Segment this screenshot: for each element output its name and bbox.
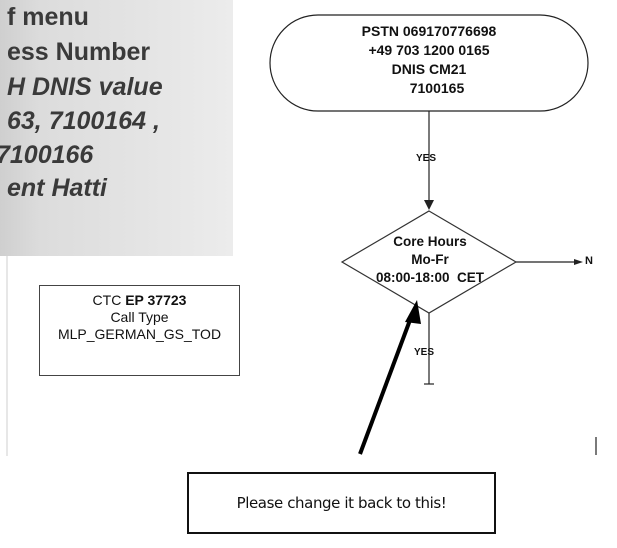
decision-line-2: Mo-Fr xyxy=(411,252,449,267)
panel-line-1: f menu xyxy=(7,3,89,31)
arrowhead-down xyxy=(424,200,434,210)
decision-line-3: 08:00-18:00 CET xyxy=(375,270,485,285)
ctc-label: CTC xyxy=(92,292,126,308)
pstn-terminator: PSTN 069170776698 +49 703 1200 0165 DNIS… xyxy=(270,22,588,98)
panel-line-5: 7100166 xyxy=(0,141,94,169)
pstn-line-2: +49 703 1200 0165 xyxy=(368,42,490,58)
pstn-line-4: 7100165 xyxy=(409,80,465,96)
yes-label-top: YES xyxy=(416,153,437,164)
pstn-line-3: DNIS CM21 xyxy=(391,61,467,77)
ctc-line-2: Call Type xyxy=(110,309,169,325)
panel-line-3: H DNIS value xyxy=(7,73,163,101)
yes-label-bottom: YES xyxy=(414,347,435,358)
panel-line-2: ess Number xyxy=(7,38,151,66)
arrowhead-right xyxy=(574,259,583,265)
note-text: Please change it back to this! xyxy=(236,494,447,512)
decision-diamond: Core Hours Mo-Fr 08:00-18:00 CET xyxy=(346,233,514,287)
annotation-arrowhead xyxy=(405,300,421,324)
ctc-line-3: MLP_GERMAN_GS_TOD xyxy=(57,326,222,342)
panel-line-4: 63, 7100164 , xyxy=(7,107,160,135)
decision-line-1: Core Hours xyxy=(393,234,467,249)
ctc-box: CTC EP 37723 Call Type MLP_GERMAN_GS_TOD xyxy=(39,285,240,376)
pstn-line-1: PSTN 069170776698 xyxy=(361,23,497,39)
annotation-arrow-shaft xyxy=(358,311,415,455)
ctc-line-1: CTC EP 37723 xyxy=(40,292,239,309)
note-callout: Please change it back to this! xyxy=(187,472,496,534)
ctc-ep-number: EP 37723 xyxy=(125,292,187,308)
cropped-text-panel: f menu ess Number H DNIS value 63, 71001… xyxy=(0,0,233,256)
panel-line-6: ent Hatti xyxy=(7,174,107,202)
no-label-right: N xyxy=(585,255,593,267)
